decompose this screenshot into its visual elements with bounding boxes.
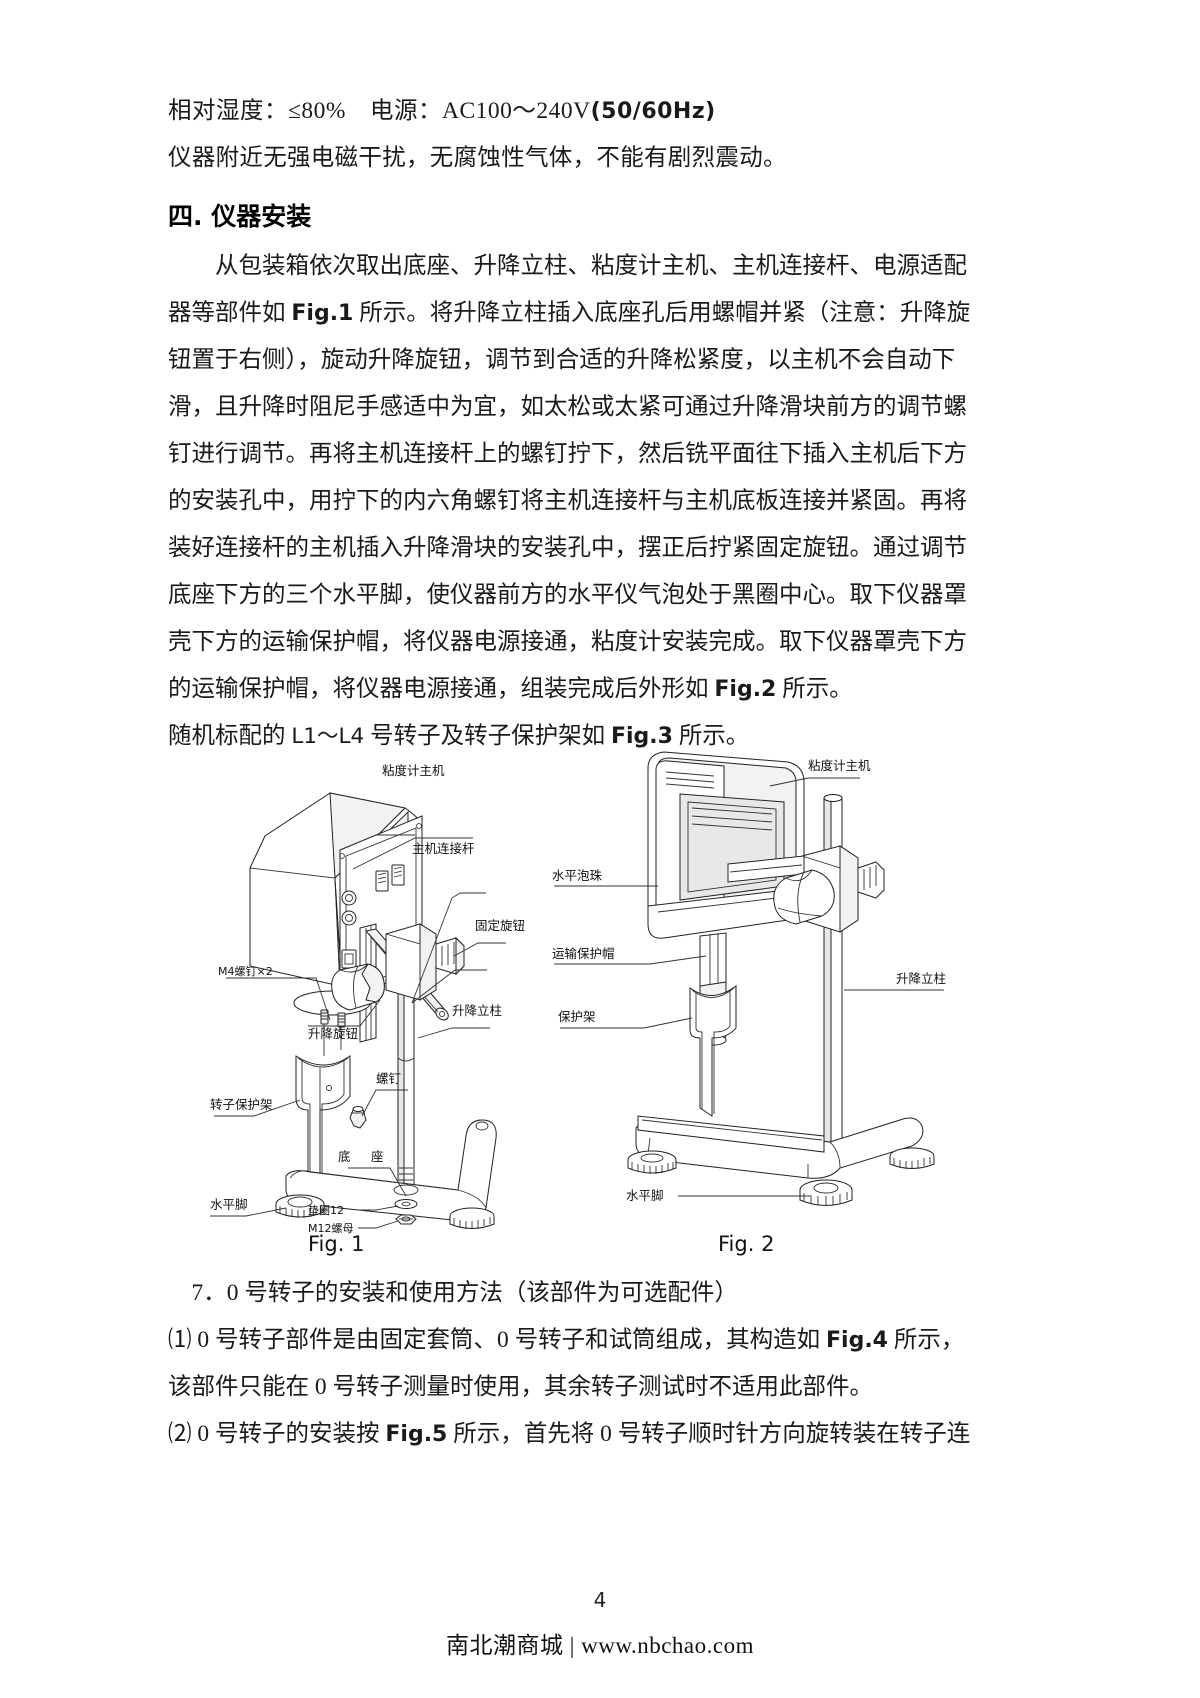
fig2-rotor-guard <box>689 985 737 1117</box>
body-line-11: 随机标配的 L1～L4 号转子及转子保护架如 Fig.3 所示。 <box>168 713 968 760</box>
body-line-2-c: 所示。将升降立柱插入底座孔后用螺帽并紧（注意：升降旋 <box>353 300 971 326</box>
fig1-annotations: 粘度计主机 主机连接杆 固定旋钮 M4螺钉×2 升降旋钮 升降立柱 螺钉 转子保… <box>210 763 525 1235</box>
fig1-label-fix-knob: 固定旋钮 <box>475 918 525 933</box>
spec-humidity: 相对湿度：≤80% <box>168 98 346 124</box>
fig1-label-connect-rod: 主机连接杆 <box>412 841 475 856</box>
body-line-6: 的安装孔中，用拧下的内六角螺钉将主机连接杆与主机底板连接并紧固。再将 <box>168 488 967 514</box>
fig2-viscometer-head <box>647 751 805 939</box>
fig4-ref: Fig.4 <box>826 1328 888 1353</box>
fig1-label-base: 底 座 <box>338 1149 388 1164</box>
body-line-11-a: 随机标配的 <box>168 723 292 749</box>
fig1-screw <box>349 1106 367 1129</box>
fig1-rotor-guard <box>295 1055 351 1200</box>
page-number: 4 <box>593 1588 607 1612</box>
body-line-11-c: 号转子及转子保护架如 <box>364 723 611 749</box>
fig2-label-level-foot: 水平脚 <box>626 1188 664 1203</box>
fig2-label-transport-cap: 运输保护帽 <box>552 946 615 961</box>
tail-line-4-c: 所示，首先将 0 号转子顺时针方向旋转装在转子连 <box>447 1421 971 1447</box>
fig1-label-level-foot: 水平脚 <box>210 1197 248 1212</box>
figure-2-caption: Fig. 2 <box>718 1232 775 1256</box>
spec-line-2: 仪器附近无强电磁干扰，无腐蚀性气体，不能有剧烈震动。 <box>168 145 787 171</box>
body-line-11-e: 所示。 <box>672 723 750 749</box>
body-line-4: 滑，且升降时阻尼手感适中为宜，如太松或太紧可通过升降滑块前方的调节螺 <box>168 394 967 420</box>
spec-power: 电源：AC100～240V <box>369 98 591 124</box>
body-line-2-a: 器等部件如 <box>168 300 292 326</box>
fig5-ref: Fig.5 <box>385 1422 448 1447</box>
page-text-content: 相对湿度：≤80% 电源：AC100～240V(50/60Hz) 仪器附近无强电… <box>168 88 971 760</box>
tail-line-2-c: 所示， <box>887 1327 965 1353</box>
body-line-10: 的运输保护帽，将仪器电源接通，组装完成后外形如 Fig.2 所示。 <box>168 666 968 713</box>
section-heading: 四. 仪器安装 <box>168 202 312 231</box>
fig1-base <box>285 1119 497 1222</box>
figure-1-exploded-view: 粘度计主机 主机连接杆 固定旋钮 M4螺钉×2 升降旋钮 升降立柱 螺钉 转子保… <box>210 763 525 1235</box>
body-line-9: 壳下方的运输保护帽，将仪器电源接通，粘度计安装完成。取下仪器罩壳下方 <box>168 629 967 655</box>
fig2-label-lift-column: 升降立柱 <box>896 971 946 986</box>
spec-line-1: 相对湿度：≤80% 电源：AC100～240V(50/60Hz) <box>168 88 968 135</box>
fig1-label-rotor-guard: 转子保护架 <box>210 1097 273 1112</box>
tail-text: 7．0 号转子的安装和使用方法（该部件为可选配件） ⑴ 0 号转子部件是由固定套… <box>168 1270 988 1458</box>
fig2-annotations: 粘度计主机 水平泡珠 运输保护帽 保护架 升降立柱 水平脚 <box>552 758 946 1203</box>
spec-power-freq: (50/60Hz) <box>590 99 716 124</box>
fig2-slider-block <box>727 845 885 933</box>
fig1-label-m4-screw: M4螺钉×2 <box>218 965 273 978</box>
figure-1-caption: Fig. 1 <box>308 1232 365 1256</box>
body-line-10-a: 的运输保护帽，将仪器电源接通，组装完成后外形如 <box>168 676 715 702</box>
tail-line-2: ⑴ 0 号转子部件是由固定套筒、0 号转子和试筒组成，其构造如 Fig.4 所示… <box>168 1317 988 1364</box>
fig2-base <box>635 1115 924 1179</box>
fig1-ref: Fig.1 <box>291 301 354 326</box>
fig1-label-lift-column: 升降立柱 <box>452 1003 502 1018</box>
body-line-2: 器等部件如 Fig.1 所示。将升降立柱插入底座孔后用螺帽并紧（注意：升降旋 <box>168 290 971 337</box>
body-line-7: 装好连接杆的主机插入升降滑块的安装孔中，摆正后拧紧固定旋钮。通过调节 <box>168 535 967 561</box>
fig2-label-bubble: 水平泡珠 <box>552 868 603 883</box>
body-line-8: 底座下方的三个水平脚，使仪器前方的水平仪气泡处于黑圈中心。取下仪器罩 <box>168 582 967 608</box>
rotor-range: L1～L4 <box>291 724 365 749</box>
tail-line-1: 7．0 号转子的安装和使用方法（该部件为可选配件） <box>168 1280 738 1306</box>
body-line-3: 钮置于右侧），旋动升降旋钮，调节到合适的升降松紧度，以主机不会自动下 <box>168 347 956 373</box>
tail-line-2-a: ⑴ 0 号转子部件是由固定套筒、0 号转子和试筒组成，其构造如 <box>168 1327 826 1353</box>
figures-area: 粘度计主机 主机连接杆 固定旋钮 M4螺钉×2 升降旋钮 升降立柱 螺钉 转子保… <box>0 738 1200 1258</box>
tail-line-3: 该部件只能在 0 号转子测量时使用，其余转子测试时不适用此部件。 <box>168 1374 873 1400</box>
tail-line-4: ⑵ 0 号转子的安装按 Fig.5 所示，首先将 0 号转子顺时针方向旋转装在转… <box>168 1411 988 1458</box>
fig1-viscometer-head <box>249 792 423 1043</box>
fig2-label-host: 粘度计主机 <box>808 758 871 773</box>
fig1-leveling-feet <box>275 1194 495 1229</box>
fig1-label-host: 粘度计主机 <box>382 763 445 778</box>
fig1-washer-nut <box>394 1199 418 1225</box>
fig3-ref: Fig.3 <box>610 724 673 749</box>
figure-2-assembled-view: 粘度计主机 水平泡珠 运输保护帽 保护架 升降立柱 水平脚 <box>552 751 946 1206</box>
fig1-m4-screws <box>320 1009 346 1056</box>
fig1-label-washer: 垫圈12 <box>308 1203 344 1217</box>
fig1-label-lift-knob: 升降旋钮 <box>308 1026 358 1041</box>
body-line-10-c: 所示。 <box>776 676 853 702</box>
fig1-label-m12-nut: M12螺母 <box>308 1222 354 1235</box>
fig2-ref: Fig.2 <box>714 677 777 702</box>
fig2-leveling-feet <box>627 1147 935 1206</box>
fig1-label-screw: 螺钉 <box>376 1071 402 1086</box>
body-line-1: 从包装箱依次取出底座、升降立柱、粘度计主机、主机连接杆、电源适配 <box>168 253 967 279</box>
page-footer: 南北潮商城 | www.nbchao.com <box>446 1633 754 1658</box>
tail-line-4-a: ⑵ 0 号转子的安装按 <box>168 1421 386 1447</box>
body-line-5: 钉进行调节。再将主机连接杆上的螺钉拧下，然后铣平面往下插入主机后下方 <box>168 441 967 467</box>
fig2-label-guard: 保护架 <box>558 1009 596 1024</box>
